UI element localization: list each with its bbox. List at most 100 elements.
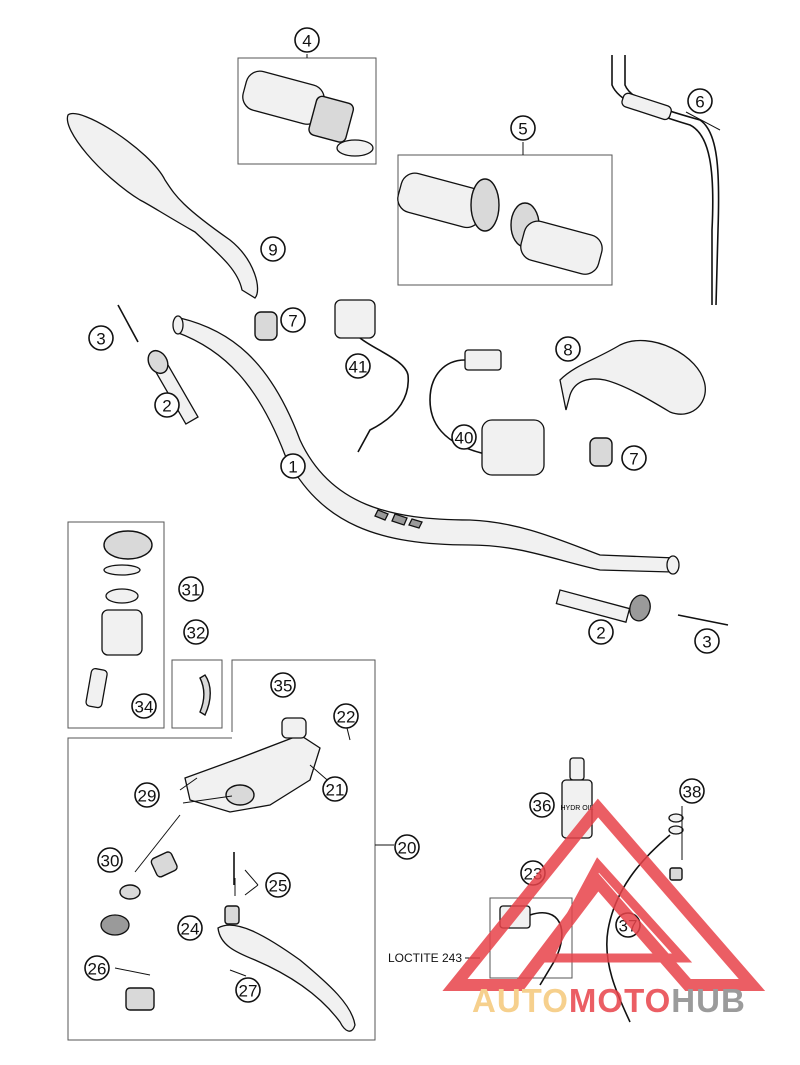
callout-number: 7 bbox=[629, 450, 638, 469]
callout-24: 24 bbox=[177, 915, 203, 941]
callout-circle bbox=[131, 693, 157, 719]
watermark-triangle-logo bbox=[442, 798, 766, 991]
callout-5: 5 bbox=[510, 115, 536, 141]
banjo-bolt-set bbox=[668, 813, 684, 881]
automotohub-watermark: AUTOMOTOHUB bbox=[442, 798, 766, 1019]
callout-circle bbox=[154, 392, 180, 418]
bolt-left bbox=[117, 304, 139, 343]
callout-20: 20 bbox=[394, 834, 420, 860]
callout-6: 6 bbox=[687, 88, 713, 114]
callout-27: 27 bbox=[235, 977, 261, 1003]
part-callouts: 1223345677892021222324252627293031323435… bbox=[84, 27, 720, 1003]
watermark-hub: HUB bbox=[671, 982, 746, 1019]
callout-3: 3 bbox=[88, 325, 114, 351]
mirror-left bbox=[66, 112, 259, 299]
callout-30: 30 bbox=[97, 847, 123, 873]
loctite-label: LOCTITE 243 bbox=[388, 951, 462, 965]
handlebar-end-right bbox=[666, 555, 680, 575]
brake-master-cylinder bbox=[184, 717, 321, 813]
callout-number: 35 bbox=[274, 677, 293, 696]
callout-circle bbox=[270, 672, 296, 698]
callout-number: 26 bbox=[88, 960, 107, 979]
bar-end-weight-right bbox=[555, 589, 651, 623]
callout-circle bbox=[679, 778, 705, 804]
callout-2: 2 bbox=[588, 619, 614, 645]
callout-number: 34 bbox=[135, 698, 154, 717]
group-box-bracket bbox=[171, 659, 223, 729]
watermark-moto: MOTO bbox=[569, 982, 671, 1019]
callout-circle bbox=[621, 445, 647, 471]
callout-number: 6 bbox=[695, 93, 704, 112]
callout-35: 35 bbox=[270, 672, 296, 698]
callout-number: 30 bbox=[101, 852, 120, 871]
callout-circle bbox=[280, 307, 306, 333]
callout-circle bbox=[177, 915, 203, 941]
callout-circle bbox=[322, 776, 348, 802]
callout-29: 29 bbox=[134, 782, 160, 808]
callout-number: 27 bbox=[239, 982, 258, 1001]
pushrod bbox=[125, 852, 235, 1011]
callout-number: 4 bbox=[302, 32, 311, 51]
callout-number: 7 bbox=[288, 312, 297, 331]
throttle-cables bbox=[611, 55, 720, 306]
callout-3: 3 bbox=[694, 628, 720, 654]
group-box-master-cylinder bbox=[67, 659, 376, 1041]
callout-number: 8 bbox=[563, 341, 572, 360]
callout-circle bbox=[294, 27, 320, 53]
callout-32: 32 bbox=[183, 619, 209, 645]
callout-circle bbox=[333, 703, 359, 729]
callout-1: 1 bbox=[280, 453, 306, 479]
grip-right bbox=[510, 202, 603, 275]
callout-number: 32 bbox=[187, 624, 206, 643]
callout-circle bbox=[265, 872, 291, 898]
watermark-auto: AUTO bbox=[472, 982, 569, 1019]
callout-circle bbox=[134, 782, 160, 808]
callout-number: 9 bbox=[268, 241, 277, 260]
callout-41: 41 bbox=[345, 353, 371, 379]
callout-number: 41 bbox=[349, 358, 368, 377]
callout-circle bbox=[97, 847, 123, 873]
callout-circle bbox=[694, 628, 720, 654]
callout-7: 7 bbox=[280, 307, 306, 333]
callout-number: 38 bbox=[683, 783, 702, 802]
callout-circle bbox=[183, 619, 209, 645]
callout-circle bbox=[555, 336, 581, 362]
throttle-grip bbox=[242, 70, 374, 157]
callout-circle bbox=[88, 325, 114, 351]
handlebar bbox=[175, 317, 676, 573]
callout-number: 31 bbox=[182, 581, 201, 600]
callout-36: 36 bbox=[529, 792, 555, 818]
callout-circle bbox=[529, 792, 555, 818]
callout-number: 36 bbox=[533, 797, 552, 816]
callout-circle bbox=[235, 977, 261, 1003]
callout-number: 5 bbox=[518, 120, 527, 139]
piston-kit bbox=[100, 851, 178, 936]
callout-number: 2 bbox=[162, 397, 171, 416]
callout-number: 22 bbox=[337, 708, 356, 727]
callout-number: 25 bbox=[269, 877, 288, 896]
callout-31: 31 bbox=[178, 576, 204, 602]
callout-2: 2 bbox=[154, 392, 180, 418]
callout-number: 20 bbox=[398, 839, 417, 858]
callout-number: 29 bbox=[138, 787, 157, 806]
callout-7: 7 bbox=[621, 445, 647, 471]
callout-circle bbox=[588, 619, 614, 645]
callout-circle bbox=[687, 88, 713, 114]
callout-25: 25 bbox=[265, 872, 291, 898]
grip-left bbox=[397, 172, 500, 232]
brake-lever bbox=[217, 905, 356, 1032]
callout-8: 8 bbox=[555, 336, 581, 362]
mirror-right bbox=[559, 339, 706, 415]
callout-circle bbox=[394, 834, 420, 860]
clamp-upper bbox=[254, 311, 278, 341]
callout-number: 21 bbox=[326, 781, 345, 800]
svg-text:AUTOMOTOHUB: AUTOMOTOHUB bbox=[472, 982, 746, 1019]
callout-34: 34 bbox=[131, 693, 157, 719]
callout-40: 40 bbox=[451, 424, 477, 450]
group-box-reservoir bbox=[67, 521, 165, 729]
callout-number: 24 bbox=[181, 920, 200, 939]
callout-9: 9 bbox=[260, 236, 286, 262]
callout-26: 26 bbox=[84, 955, 110, 981]
callout-number: 3 bbox=[96, 330, 105, 349]
